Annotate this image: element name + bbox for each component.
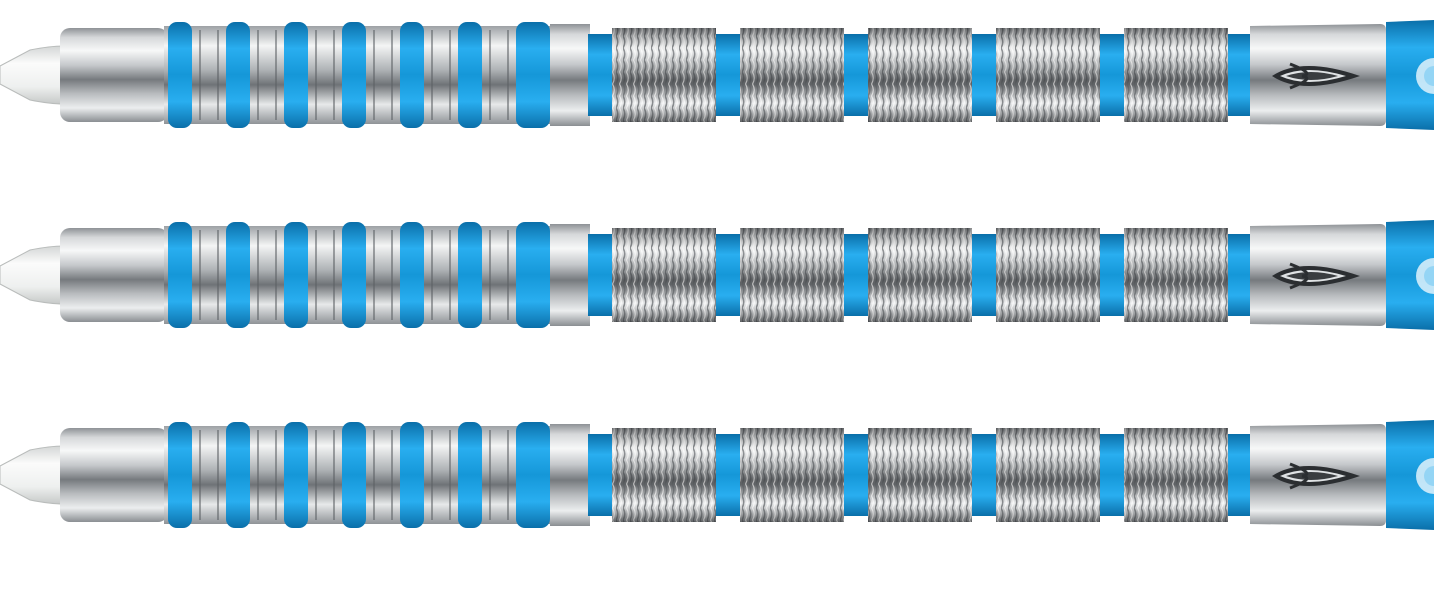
dart-3 [0, 418, 1434, 532]
dart-1 [0, 18, 1434, 132]
dart-2 [0, 218, 1434, 332]
